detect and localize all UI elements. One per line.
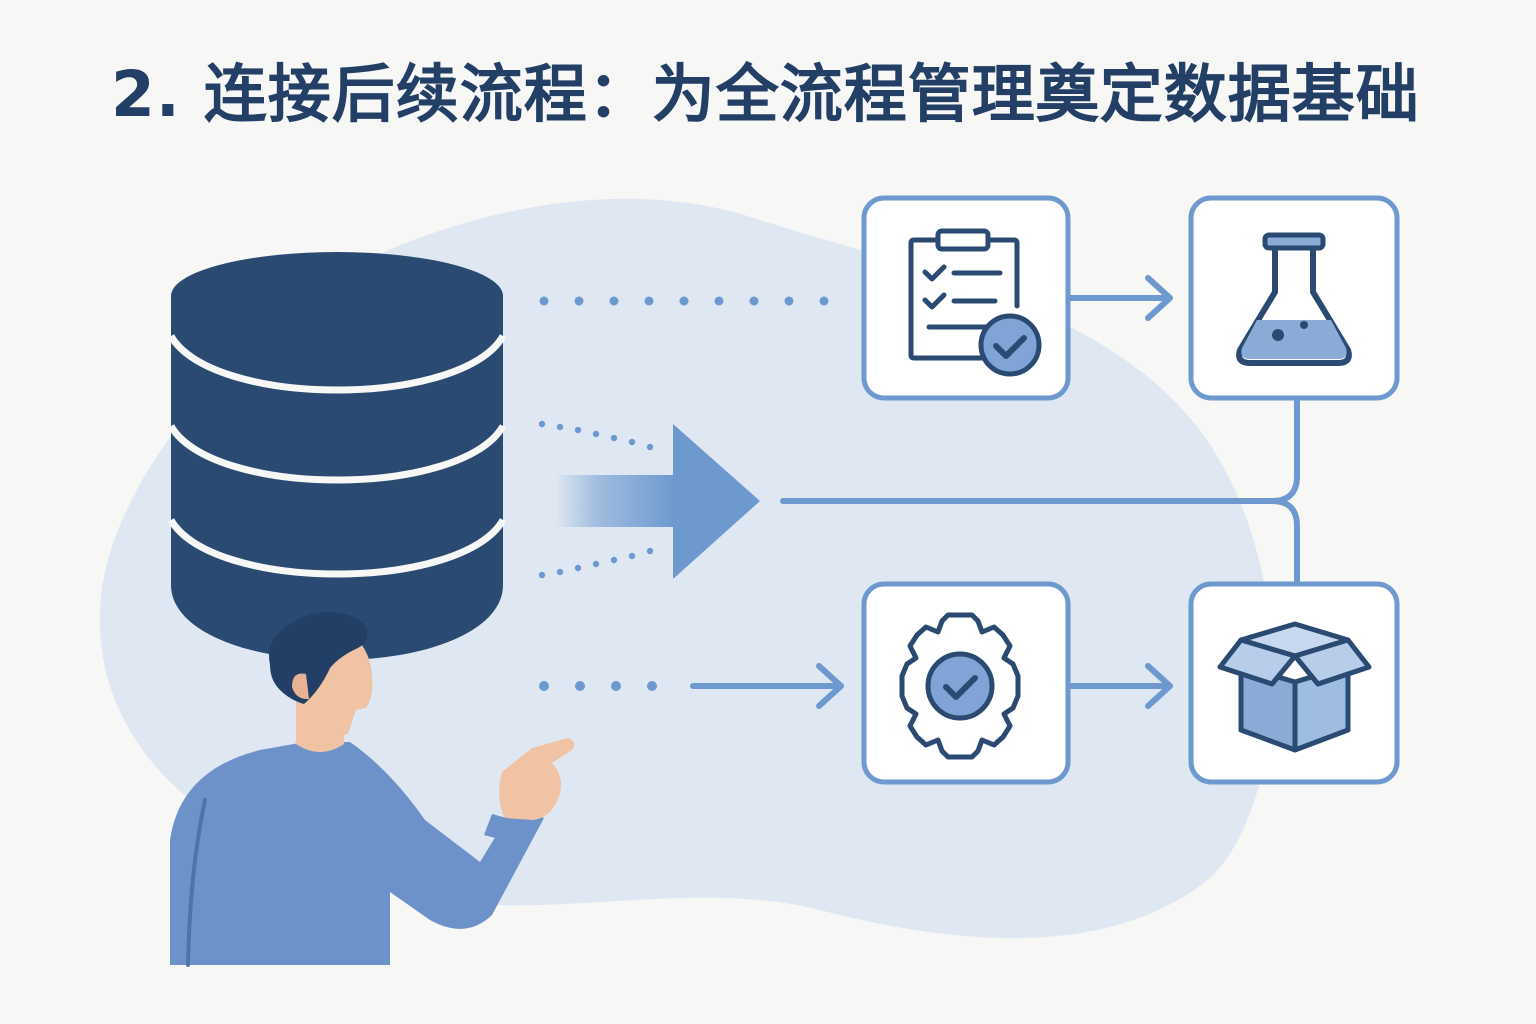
gear-check-icon	[899, 612, 1021, 760]
dotted-line-top	[539, 296, 829, 306]
trunk-branch-down	[1269, 498, 1300, 587]
database-icon	[167, 252, 507, 660]
process-to-storage-arrow	[1065, 663, 1173, 709]
torso	[170, 742, 544, 965]
hand	[499, 738, 575, 820]
lab-flask-icon	[1236, 232, 1352, 366]
dotted-connectors	[538, 296, 829, 691]
connector-lines	[690, 275, 1300, 709]
dotted-line-lower-diagonal	[538, 547, 654, 579]
pointing-person-illustration	[170, 612, 575, 967]
checklist-card	[861, 195, 1071, 401]
lab-card	[1188, 195, 1400, 401]
page-title: 2. 连接后续流程：为全流程管理奠定数据基础	[111, 58, 1420, 131]
dotted-line-upper-diagonal	[538, 420, 654, 451]
clipboard-checklist-icon	[908, 228, 1042, 377]
shirt-shadow	[186, 798, 207, 967]
bottom-entry-arrow	[690, 663, 844, 709]
checklist-to-lab-arrow	[1065, 275, 1173, 321]
main-flow-arrow	[555, 424, 760, 579]
ear	[292, 673, 309, 700]
open-box-icon	[1217, 621, 1372, 753]
process-card	[861, 581, 1071, 785]
storage-card	[1188, 581, 1400, 785]
dotted-line-bottom	[539, 681, 657, 691]
cuff	[484, 814, 532, 846]
